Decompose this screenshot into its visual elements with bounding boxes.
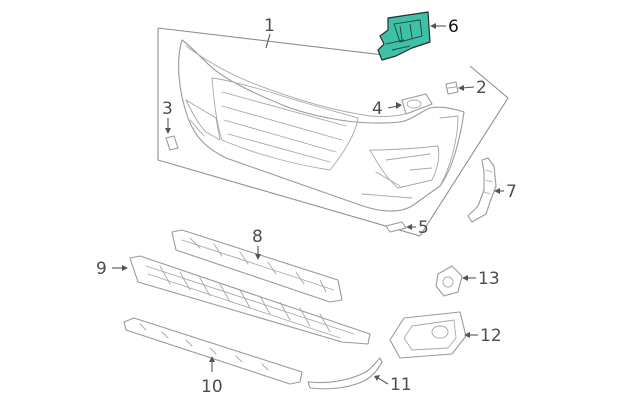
fog-lamp-bezel[interactable] xyxy=(389,311,467,359)
callout-11[interactable]: 11 xyxy=(390,375,412,395)
callout-2[interactable]: 2 xyxy=(476,78,487,98)
callout-3[interactable]: 3 xyxy=(162,99,173,119)
clip[interactable] xyxy=(445,81,459,95)
callout-7[interactable]: 7 xyxy=(506,182,517,202)
assembly-frame xyxy=(157,28,421,237)
fog-light-trim[interactable] xyxy=(401,93,433,115)
upper-grille-bar[interactable] xyxy=(171,229,343,303)
callout-9[interactable]: 9 xyxy=(96,259,107,279)
callout-12[interactable]: 12 xyxy=(480,326,502,346)
callout-1[interactable]: 1 xyxy=(264,16,275,36)
chrome-trim[interactable] xyxy=(307,357,383,390)
callout-5[interactable]: 5 xyxy=(418,218,429,238)
callout-6[interactable]: 6 xyxy=(448,17,459,37)
reflector-right[interactable] xyxy=(385,221,407,233)
callout-10[interactable]: 10 xyxy=(201,377,223,397)
callout-13[interactable]: 13 xyxy=(478,269,500,289)
bumper-cover[interactable] xyxy=(178,39,465,212)
mounting-bracket-highlighted[interactable] xyxy=(377,11,431,61)
callout-4[interactable]: 4 xyxy=(372,99,383,119)
side-bracket[interactable] xyxy=(467,157,497,223)
reflector-left[interactable] xyxy=(165,135,179,151)
callout-8[interactable]: 8 xyxy=(252,227,263,247)
round-bracket[interactable] xyxy=(435,265,463,297)
grille-mesh[interactable] xyxy=(129,255,371,345)
leader-lines xyxy=(112,23,504,385)
lower-spoiler[interactable] xyxy=(123,317,303,385)
